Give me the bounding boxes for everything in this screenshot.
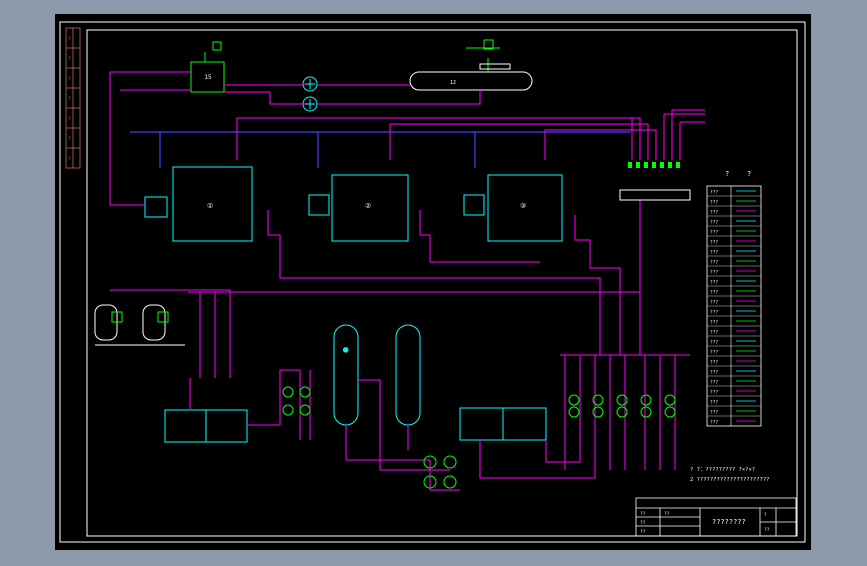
legend-row-label: ??? <box>710 330 718 336</box>
blue-header <box>130 131 630 168</box>
outer-frame <box>59 21 806 543</box>
left-storage-vessels <box>94 304 185 346</box>
mixing-tank <box>164 409 248 443</box>
legend-row-label: ??? <box>710 210 718 216</box>
left-strip-label: ? <box>68 116 71 122</box>
inner-frame <box>86 29 798 537</box>
tank-15: 15 <box>190 41 225 93</box>
left-strip-label: ? <box>68 36 71 42</box>
tank-3-number: ③ <box>520 202 526 210</box>
legend-header-left: ? <box>725 170 729 178</box>
legend-row-label: ??? <box>710 220 718 226</box>
title-no: ?? <box>764 527 770 533</box>
legend-row-label: ??? <box>710 380 718 386</box>
legend-row-label: ??? <box>710 190 718 196</box>
legend-row-label: ??? <box>710 270 718 276</box>
title-block <box>635 497 797 537</box>
legend-header-right: ? <box>747 170 751 178</box>
legend-row-label: ??? <box>710 350 718 356</box>
process-tank-2: ② <box>308 174 409 242</box>
drawing-title: ???????? <box>712 518 746 526</box>
valve-manifold <box>619 162 691 201</box>
legend-row-label: ??? <box>710 310 718 316</box>
tank-12: 12 <box>409 39 533 91</box>
lower-valves <box>282 386 676 489</box>
tank-15-label: 15 <box>204 74 212 81</box>
legend-row-label: ??? <box>710 200 718 206</box>
title-sheet: ? <box>764 512 767 518</box>
legend-row-label: ??? <box>710 280 718 286</box>
legend-table: ? ? ????????????????????????????????????… <box>706 170 762 427</box>
note-line-2: 2 ?????????????????????? <box>690 477 769 483</box>
left-strip-label: ? <box>68 96 71 102</box>
title-cell-c: ?? <box>640 529 646 535</box>
legend-row-label: ??? <box>710 370 718 376</box>
column-a-number: ④ <box>343 347 348 354</box>
legend-row-label: ??? <box>710 360 718 366</box>
legend-row-label: ??? <box>710 290 718 296</box>
title-cell-b: ?? <box>640 520 646 526</box>
legend-row-label: ??? <box>710 420 718 426</box>
legend-row-label: ??? <box>710 410 718 416</box>
left-strip-label: ? <box>68 156 71 162</box>
process-tank-3: ③ <box>463 174 563 242</box>
title-cell-a: ?? <box>640 511 646 517</box>
drawing-sheet <box>55 14 811 550</box>
title-cell-d: ?? <box>664 511 670 517</box>
magenta-pipes <box>109 71 705 378</box>
tank-1-number: ① <box>207 202 213 210</box>
legend-row-label: ??? <box>710 300 718 306</box>
legend-row-label: ??? <box>710 400 718 406</box>
left-strip-labels: ??????? <box>68 36 71 162</box>
legend-row-label: ??? <box>710 230 718 236</box>
tank-2-number: ② <box>365 202 371 210</box>
legend-row-label: ??? <box>710 260 718 266</box>
left-strip-label: ? <box>68 76 71 82</box>
legend-row-label: ??? <box>710 390 718 396</box>
legend-row-label: ??? <box>710 340 718 346</box>
note-line-1: ? ?：????????? ?×?×? <box>690 467 755 473</box>
lower-right-tank <box>459 407 547 441</box>
process-tank-1: ① <box>144 166 253 242</box>
legend-row-label: ??? <box>710 320 718 326</box>
tank-12-label: 12 <box>450 80 456 86</box>
left-margin-strip <box>65 27 81 169</box>
legend-row-label: ??? <box>710 250 718 256</box>
left-strip-label: ? <box>68 56 71 62</box>
left-strip-label: ? <box>68 136 71 142</box>
notes: ? ?：????????? ?×?×? 2 ??????????????????… <box>690 467 769 483</box>
legend-row-label: ??? <box>710 240 718 246</box>
